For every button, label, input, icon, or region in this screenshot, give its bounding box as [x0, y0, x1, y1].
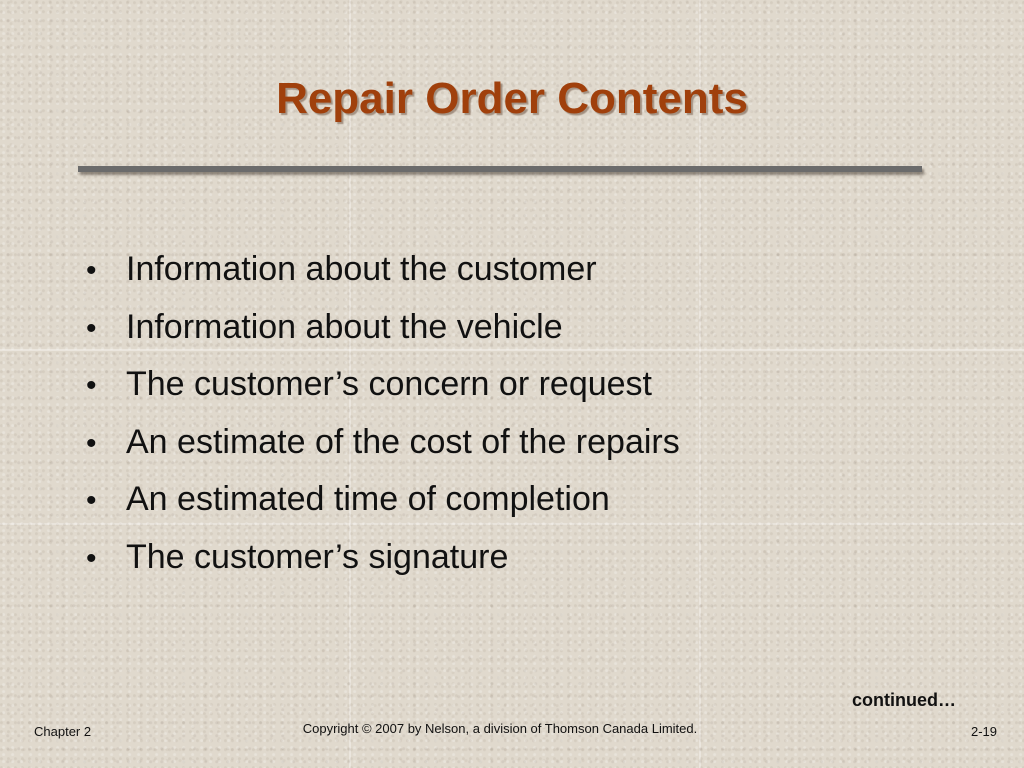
- bullet-text: An estimated time of completion: [126, 480, 610, 518]
- footer-page-number: 2-19: [970, 724, 997, 739]
- bullet-text: Information about the customer: [126, 250, 597, 288]
- bullet-item: • An estimate of the cost of the repairs: [86, 423, 680, 481]
- bullet-icon: •: [86, 484, 97, 517]
- title-divider: [78, 166, 922, 172]
- bullet-item: • Information about the vehicle: [86, 308, 680, 366]
- bullet-icon: •: [86, 426, 97, 460]
- bullet-list: • Information about the customer • Infor…: [86, 250, 680, 595]
- footer-chapter: Chapter 2: [34, 724, 92, 739]
- bullet-item: • The customer’s signature: [86, 538, 680, 596]
- footer-copyright: Copyright © 2007 by Nelson, a division o…: [302, 721, 698, 736]
- bullet-icon: •: [86, 254, 97, 287]
- bullet-item: • An estimated time of completion: [86, 480, 680, 538]
- bullet-text: Information about the vehicle: [126, 307, 563, 346]
- continued-label: continued…: [852, 690, 956, 710]
- bullet-icon: •: [86, 369, 97, 402]
- bullet-text: The customer’s concern or request: [126, 365, 652, 403]
- bullet-item: • The customer’s concern or request: [86, 365, 680, 423]
- bullet-icon: •: [86, 311, 97, 345]
- bullet-item: • Information about the customer: [86, 250, 680, 308]
- bullet-icon: •: [86, 541, 97, 575]
- bullet-text: An estimate of the cost of the repairs: [126, 422, 680, 461]
- bullet-text: The customer’s signature: [126, 537, 509, 576]
- slide-title: Repair Order Contents: [276, 74, 748, 123]
